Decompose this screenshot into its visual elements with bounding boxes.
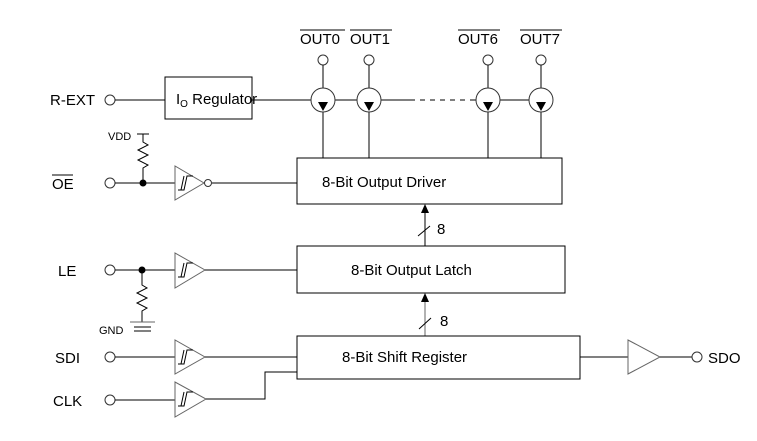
pin-clk (104, 394, 116, 406)
pin-out7 (535, 54, 547, 66)
pulldown-resistor-icon (135, 270, 149, 322)
schmitt-buffer-icon (174, 339, 207, 375)
pin-out6 (482, 54, 494, 66)
output-channel-7: OUT7 (520, 29, 562, 158)
current-source-icon (356, 87, 382, 113)
pin-out0 (317, 54, 329, 66)
schmitt-buffer-icon (174, 252, 206, 289)
pin-le (104, 264, 116, 276)
output-channel-0: OUT0 (300, 29, 345, 158)
bus-width-label: 8 (440, 313, 448, 330)
arrow-up-icon (421, 293, 429, 302)
output-channel-6: OUT6 (458, 29, 501, 158)
pin-label-out7: OUT7 (520, 31, 560, 48)
pin-label-oe: OE (52, 176, 74, 193)
pullup-resistor-icon (136, 134, 150, 183)
output-channel-1: OUT1 (350, 29, 392, 158)
shift-register-block (296, 335, 581, 380)
current-source-icon (310, 87, 336, 113)
gnd-label: GND (99, 325, 124, 337)
arrow-up-icon (421, 204, 429, 213)
junction-dot (139, 179, 147, 187)
pin-sdi (104, 351, 116, 363)
pin-label-rext: R-EXT (50, 92, 95, 109)
pin-label-out1: OUT1 (350, 31, 390, 48)
pin-sdo (691, 351, 703, 363)
pin-label-le: LE (58, 263, 76, 280)
shift-register-label: 8-Bit Shift Register (342, 349, 467, 366)
pin-label-out0: OUT0 (300, 31, 340, 48)
vdd-label: VDD (108, 131, 131, 143)
bus-slash (418, 317, 432, 330)
bus-width-label: 8 (437, 221, 445, 238)
output-buffer-icon (627, 339, 662, 375)
pin-label-out6: OUT6 (458, 31, 498, 48)
pin-label-sdo: SDO (708, 350, 741, 367)
output-driver-block (296, 157, 563, 205)
output-latch-block (296, 245, 566, 294)
current-source-icon (528, 87, 554, 113)
schmitt-inverter-icon (174, 165, 212, 201)
schmitt-buffer-icon (174, 381, 208, 418)
io-regulator-block (164, 76, 253, 120)
pin-out1 (363, 54, 375, 66)
pin-label-clk: CLK (53, 393, 82, 410)
output-latch-label: 8-Bit Output Latch (351, 262, 472, 279)
pin-rext (104, 94, 116, 106)
output-driver-label: 8-Bit Output Driver (322, 174, 446, 191)
pin-oe (104, 177, 116, 189)
io-regulator-label: IO Regulator (176, 91, 257, 110)
current-source-icon (475, 87, 501, 113)
bus-slash (417, 225, 431, 237)
pin-label-sdi: SDI (55, 350, 80, 367)
